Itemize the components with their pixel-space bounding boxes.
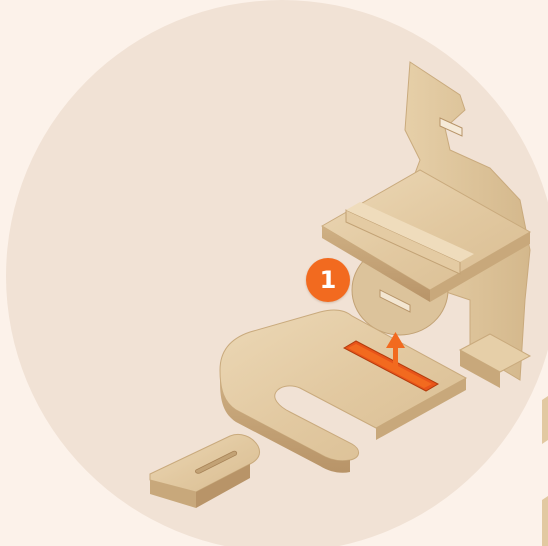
- edge-piece-bottom: [542, 496, 548, 546]
- step-number-label: 1: [320, 268, 337, 292]
- edge-piece-top: [542, 396, 548, 444]
- step-number-badge: 1: [306, 258, 350, 302]
